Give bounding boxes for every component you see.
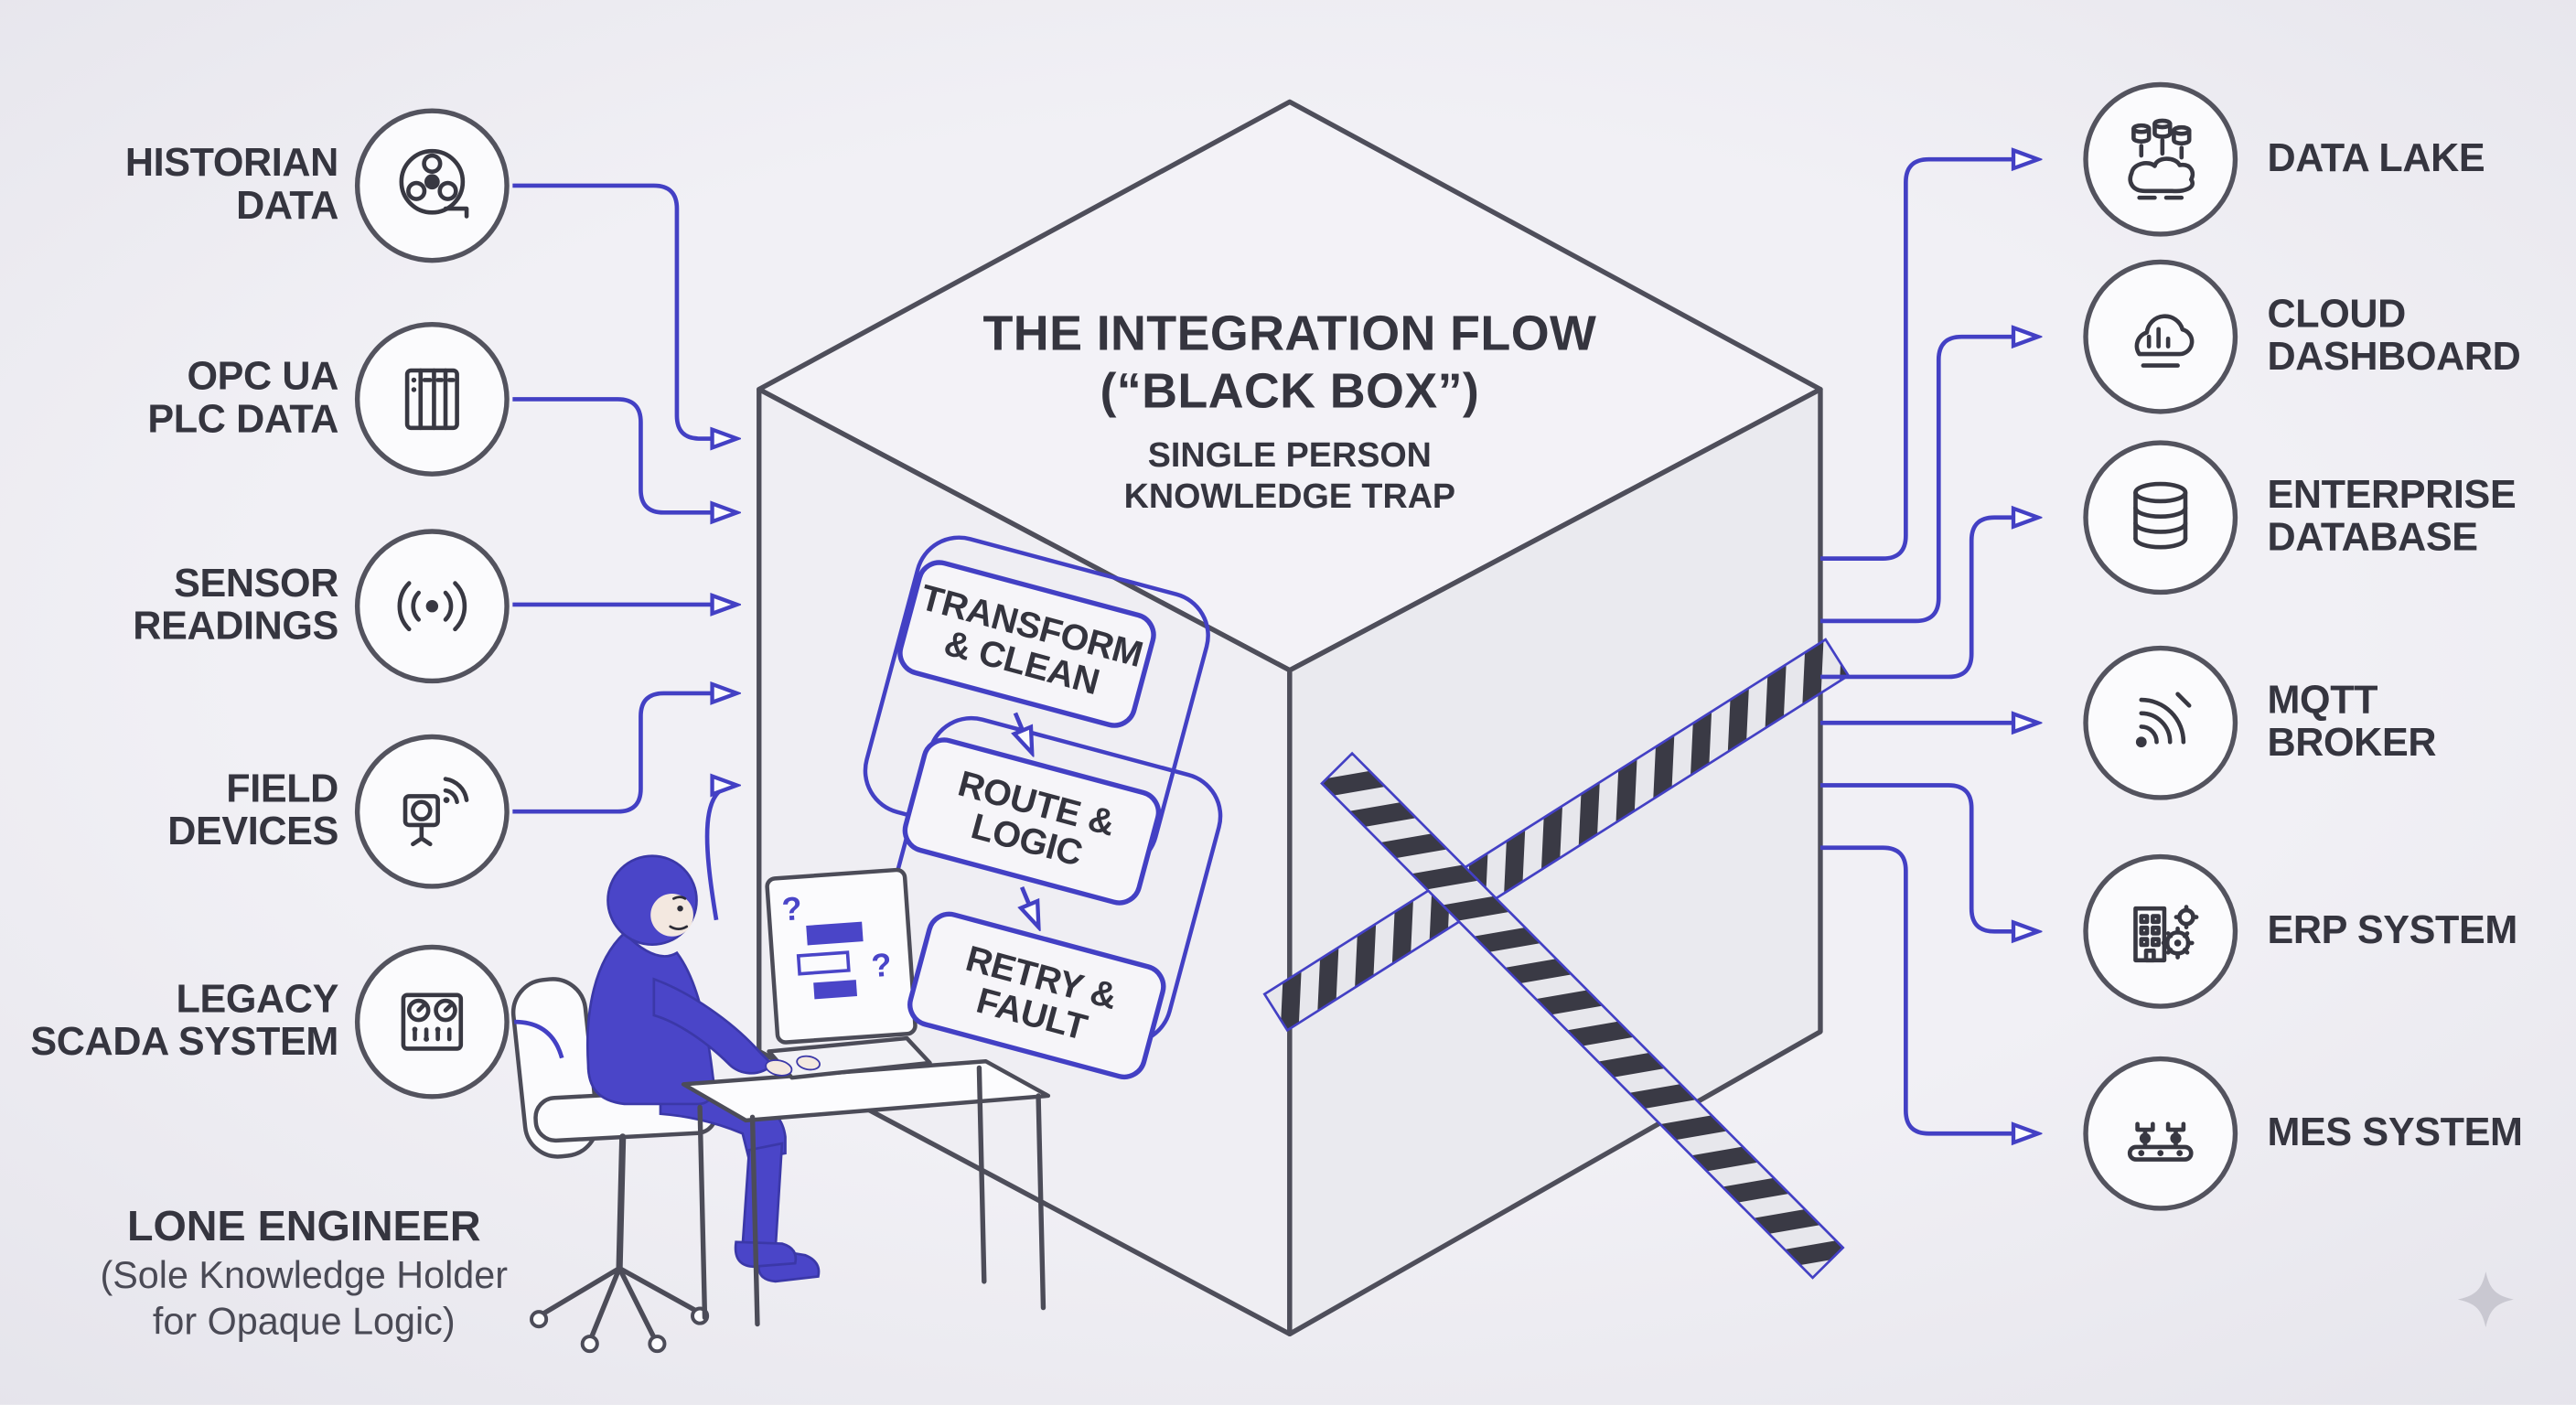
laptop-question-mark: ? xyxy=(870,946,893,984)
output-node-enterprise-database xyxy=(2083,440,2238,595)
engineer-caption-line: (Sole Knowledge Holder xyxy=(100,1253,508,1297)
engineer-caption-line: for Opaque Logic) xyxy=(152,1299,456,1343)
lone-engineer-illustration: ? ? xyxy=(510,854,1051,1354)
output-label-erp-system: ERP SYSTEM xyxy=(2267,908,2517,953)
input-node-opc-ua-plc xyxy=(354,322,510,477)
output-node-mqtt-broker xyxy=(2083,645,2238,800)
output-label-mes-system: MES SYSTEM xyxy=(2267,1110,2523,1155)
field-device-icon xyxy=(402,777,469,847)
chair-base xyxy=(530,1133,710,1354)
plc-rack-icon xyxy=(404,368,459,431)
output-node-mes-system xyxy=(2083,1056,2238,1211)
output-label-data-lake: DATA LAKE xyxy=(2267,136,2485,181)
engineer-name: LONE ENGINEER xyxy=(126,1200,481,1250)
laptop: ? ? xyxy=(765,867,932,1080)
sensor-waves-icon xyxy=(397,581,467,632)
subtitle-line: SINGLE PERSON xyxy=(1147,436,1432,476)
input-node-historian xyxy=(354,108,510,263)
laptop-question-mark: ? xyxy=(780,889,803,928)
black-box-cube xyxy=(757,99,1823,1337)
enterprise-database-icon xyxy=(2133,481,2188,550)
caution-tape xyxy=(1262,638,1851,1280)
mqtt-broker-icon xyxy=(2135,692,2192,748)
mes-conveyor-icon xyxy=(2127,1121,2194,1162)
output-arrows xyxy=(1819,159,2037,1133)
erp-building-icon xyxy=(2133,905,2199,963)
output-node-erp-system xyxy=(2083,853,2238,1009)
face xyxy=(650,894,693,937)
output-node-cloud-dashboard xyxy=(2083,259,2238,414)
black-box-title: THE INTEGRATION FLOW (“BLACK BOX”) SINGL… xyxy=(879,306,1701,518)
tape-reel-icon xyxy=(399,148,469,219)
title-line: (“BLACK BOX”) xyxy=(1100,364,1480,419)
desk xyxy=(681,1058,1051,1327)
sparkle-icon xyxy=(2457,1271,2514,1328)
scada-panel-icon xyxy=(401,992,464,1051)
subtitle-line: KNOWLEDGE TRAP xyxy=(1123,477,1456,516)
input-node-field-devices xyxy=(354,734,510,889)
lone-engineer-caption: LONE ENGINEER (Sole Knowledge Holder for… xyxy=(16,1201,592,1344)
cloud-dashboard-icon xyxy=(2134,314,2195,368)
input-node-sensor xyxy=(354,529,510,684)
input-arrows xyxy=(512,183,735,1059)
output-node-data-lake xyxy=(2083,81,2238,237)
laptop-screen-block xyxy=(806,921,864,946)
engineer-arm xyxy=(652,977,821,1077)
title-line: THE INTEGRATION FLOW xyxy=(982,306,1597,362)
engineer-figure xyxy=(586,854,821,1283)
input-node-legacy-scada xyxy=(354,944,510,1099)
data-lake-icon xyxy=(2128,118,2195,200)
